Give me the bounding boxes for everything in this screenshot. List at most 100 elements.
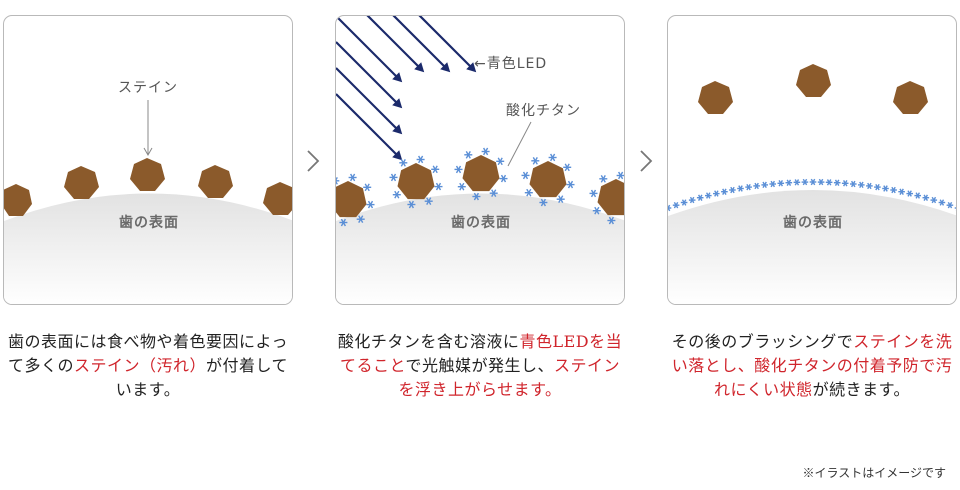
led-ray bbox=[336, 16, 403, 83]
titanium-particle bbox=[531, 157, 540, 165]
titanium-particle bbox=[713, 190, 720, 197]
titanium-particle bbox=[431, 165, 440, 174]
titanium-particle bbox=[946, 201, 954, 209]
titanium-particle bbox=[356, 215, 365, 223]
titanium-particle bbox=[434, 182, 443, 191]
titanium-particle bbox=[858, 181, 865, 189]
titanium-particle bbox=[938, 199, 946, 206]
panel-stain-attached: 歯の表面 ステイン bbox=[3, 15, 293, 305]
panel-led-photocatalyst: 歯の表面 ←青色LED 酸化チタン bbox=[335, 15, 625, 305]
titanium-particle bbox=[680, 199, 688, 206]
caption-text: 歯の表面には食べ物や着色要因によって多くの bbox=[7, 332, 289, 375]
stain-particle bbox=[597, 179, 624, 216]
titanium-oxide-label: 酸化チタン bbox=[506, 103, 581, 119]
titanium-particle bbox=[672, 201, 680, 209]
titanium-particle bbox=[389, 173, 398, 182]
led-ray bbox=[418, 16, 477, 73]
led-ray bbox=[336, 67, 403, 135]
titanium-particle bbox=[850, 180, 857, 188]
titanium-particle bbox=[874, 183, 881, 191]
titanium-particle bbox=[616, 171, 624, 180]
titanium-particle bbox=[407, 200, 416, 209]
titanium-particle bbox=[607, 216, 616, 225]
caption-text: 酸化チタンを含む溶液に bbox=[337, 332, 520, 351]
titanium-particle bbox=[336, 177, 340, 185]
titanium-particle bbox=[464, 151, 473, 159]
titanium-particle bbox=[481, 147, 490, 156]
titanium-particle bbox=[809, 178, 817, 186]
caption-highlight: 青色LEDを当てること bbox=[339, 332, 623, 375]
titanium-particle bbox=[592, 206, 601, 215]
stain-particle bbox=[64, 166, 99, 199]
titanium-particle bbox=[954, 205, 956, 211]
stain-particle bbox=[796, 64, 831, 97]
caption-text: その後のブラッシングで bbox=[671, 332, 854, 351]
titanium-particle bbox=[930, 196, 938, 204]
chevron-right-icon bbox=[307, 150, 320, 172]
caption-text: で光触媒が発生し、 bbox=[405, 356, 555, 375]
blue-led-rays bbox=[336, 16, 477, 161]
tooth-surface-label: 歯の表面 bbox=[451, 214, 511, 231]
caption-panel-2: 酸化チタンを含む溶液に青色LEDを当てることで光触媒が発生し、ステインを浮き上が… bbox=[335, 330, 625, 402]
stain-label: ステイン bbox=[118, 80, 178, 96]
titanium-particle bbox=[599, 175, 608, 183]
titanium-particle bbox=[489, 189, 498, 197]
titanium-particle bbox=[906, 190, 913, 197]
titanium-particle bbox=[688, 196, 696, 204]
titanium-particle bbox=[556, 195, 565, 203]
tooth-surface-label: 歯の表面 bbox=[119, 214, 179, 231]
titanium-particle bbox=[399, 159, 408, 167]
titanium-particle bbox=[841, 180, 849, 187]
titanium-particle bbox=[898, 188, 905, 195]
titanium-coating-layer bbox=[668, 178, 956, 212]
titanium-particle bbox=[761, 181, 768, 189]
titanium-particle bbox=[696, 194, 704, 201]
coated-stain bbox=[336, 173, 375, 227]
titanium-particle bbox=[833, 179, 841, 186]
titanium-particle bbox=[348, 173, 357, 182]
titanium-particle bbox=[563, 163, 572, 172]
coated-stain bbox=[521, 153, 575, 207]
stain-particle bbox=[4, 184, 32, 216]
titanium-particle bbox=[922, 194, 930, 201]
led-ray bbox=[336, 41, 403, 109]
titanium-particle bbox=[566, 180, 575, 189]
stain-particle bbox=[130, 158, 165, 191]
titanium-particle bbox=[539, 198, 548, 207]
led-ray bbox=[392, 16, 451, 73]
coated-stain bbox=[589, 171, 624, 225]
titanium-particle bbox=[363, 183, 372, 192]
titanium-particle bbox=[705, 192, 712, 199]
titanium-particle bbox=[793, 179, 801, 186]
blue-led-label: ←青色LED bbox=[474, 55, 547, 72]
stain-arrow bbox=[143, 100, 153, 157]
stain-particle bbox=[698, 81, 733, 114]
titanium-particle bbox=[866, 182, 873, 190]
titanium-oxide-pointer bbox=[507, 121, 532, 167]
titanium-particle bbox=[392, 190, 401, 199]
titanium-particle bbox=[785, 179, 793, 186]
stain-particle bbox=[397, 163, 435, 200]
titanium-particle bbox=[817, 178, 825, 186]
stain-particle bbox=[893, 81, 928, 114]
tooth-surface bbox=[668, 190, 956, 304]
chevron-right-icon bbox=[640, 150, 653, 172]
titanium-particle bbox=[769, 180, 776, 188]
titanium-particle bbox=[472, 192, 481, 201]
titanium-particle bbox=[499, 174, 508, 183]
titanium-particle bbox=[668, 204, 672, 212]
titanium-particle bbox=[454, 165, 463, 174]
titanium-particle bbox=[729, 186, 736, 194]
titanium-particle bbox=[914, 192, 921, 199]
titanium-particle bbox=[890, 186, 897, 194]
caption-highlight: ステインを洗い落とし、酸化チタンの付着予防で汚れにくい状態 bbox=[671, 332, 953, 399]
titanium-particle bbox=[457, 182, 466, 191]
stain-particle bbox=[529, 161, 567, 198]
titanium-particle bbox=[777, 180, 785, 187]
coated-stains bbox=[336, 147, 624, 227]
titanium-particle bbox=[521, 171, 530, 180]
titanium-particle bbox=[548, 153, 557, 162]
led-ray bbox=[336, 93, 403, 161]
titanium-particle bbox=[801, 178, 809, 186]
titanium-particle bbox=[721, 188, 728, 195]
